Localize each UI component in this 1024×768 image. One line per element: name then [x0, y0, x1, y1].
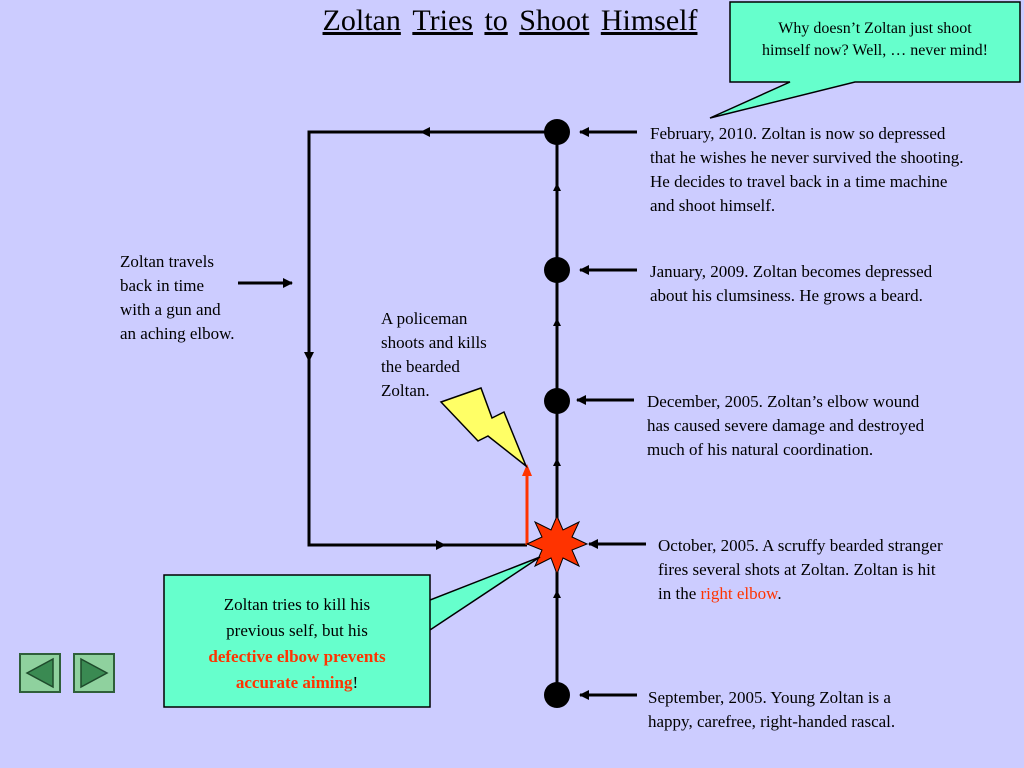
prev-slide-button[interactable]: [19, 653, 61, 693]
next-slide-button[interactable]: [73, 653, 115, 693]
event-dot-sep2005: [544, 682, 570, 708]
event-text-prefix: in the: [658, 584, 701, 603]
top-callout-bubble: [709, 1, 1021, 119]
travel-text-line: an aching elbow.: [120, 324, 235, 343]
time-travel-loop: [307, 130, 557, 547]
event-text-line: October, 2005. A scruffy bearded strange…: [658, 536, 943, 555]
event-text-suffix: .: [777, 584, 782, 603]
bottom-callout-line: accurate aiming!: [166, 670, 428, 696]
title-word: to: [484, 4, 508, 37]
title-word: Tries: [412, 4, 473, 37]
policeman-text-line: shoots and kills: [381, 333, 487, 352]
travel-text-line: with a gun and: [120, 300, 221, 319]
triangle-right-icon: [80, 657, 109, 689]
event-text-line: that he wishes he never survived the sho…: [650, 148, 964, 167]
loop-right-arrow: [436, 540, 446, 550]
event-label-feb2010: February, 2010. Zoltan is now so depress…: [650, 122, 964, 218]
title-word: Himself: [600, 4, 698, 37]
policeman-label: A policeman shoots and kills the bearded…: [381, 307, 487, 403]
bottom-callout-line: previous self, but his: [226, 621, 368, 640]
loop-left-arrow: [420, 127, 430, 137]
policeman-text-line: the bearded: [381, 357, 460, 376]
policeman-text-line: Zoltan.: [381, 381, 430, 400]
title-word: Shoot: [519, 4, 590, 37]
event-label-dec2005: December, 2005. Zoltan’s elbow wound has…: [647, 390, 924, 462]
defective-elbow-highlight: defective elbow prevents: [208, 647, 386, 666]
event-text-line: much of his natural coordination.: [647, 440, 874, 459]
lightning-bolt: [439, 387, 528, 469]
event-text-line: fires several shots at Zoltan. Zoltan is…: [658, 560, 936, 579]
bottom-callout-bubble: [163, 556, 541, 708]
event-text-line: about his clumsiness. He grows a beard.: [650, 286, 923, 305]
event-text-line: He decides to travel back in a time mach…: [650, 172, 948, 191]
event-dot-jan2009: [544, 257, 570, 283]
timeline-up-arrow: [553, 590, 561, 598]
event-text-line: January, 2009. Zoltan becomes depressed: [650, 262, 933, 281]
bottom-callout-suffix: !: [352, 673, 359, 692]
event-dot-dec2005: [544, 388, 570, 414]
policeman-text-line: A policeman: [381, 309, 468, 328]
event-text-line: February, 2010. Zoltan is now so depress…: [650, 124, 946, 143]
event-text-line: in the right elbow.: [658, 582, 943, 606]
timeline-up-arrow: [553, 318, 561, 326]
accurate-aiming-highlight: accurate aiming: [235, 673, 353, 692]
top-callout-text: Why doesn’t Zoltan just shoot himself no…: [732, 18, 1018, 62]
travel-text-line: Zoltan travels: [120, 252, 214, 271]
event-label-oct2005: October, 2005. A scruffy bearded strange…: [658, 534, 943, 606]
event-text-line: September, 2005. Young Zoltan is a: [648, 688, 891, 707]
travel-label: Zoltan travels back in time with a gun a…: [120, 250, 235, 346]
timeline-up-arrow: [553, 183, 561, 191]
right-elbow-highlight: right elbow: [700, 584, 778, 603]
title-word: Zoltan: [322, 4, 401, 37]
event-text-line: has caused severe damage and destroyed: [647, 416, 925, 435]
bullet-red-arrow: [522, 464, 532, 476]
event-text-line: happy, carefree, right-handed rascal.: [648, 712, 896, 731]
timeline-up-arrow: [553, 458, 561, 466]
bottom-callout-text: Zoltan tries to kill his previous self, …: [166, 592, 428, 696]
loop-down-arrow: [304, 352, 314, 362]
triangle-left-icon: [25, 657, 54, 689]
top-callout-line: himself now? Well, … never mind!: [762, 42, 988, 59]
page-title: Zoltan Tries to Shoot Himself: [300, 4, 720, 38]
event-text-line: December, 2005. Zoltan’s elbow wound: [647, 392, 920, 411]
explosion-star: [525, 514, 589, 576]
event-label-sep2005: September, 2005. Young Zoltan is a happy…: [648, 686, 895, 734]
top-callout-line: Why doesn’t Zoltan just shoot: [778, 20, 972, 37]
event-dot-feb2010: [544, 119, 570, 145]
travel-text-line: back in time: [120, 276, 205, 295]
event-text-line: and shoot himself.: [650, 196, 776, 215]
event-label-jan2009: January, 2009. Zoltan becomes depressed …: [650, 260, 932, 308]
bottom-callout-line: Zoltan tries to kill his: [223, 595, 371, 614]
